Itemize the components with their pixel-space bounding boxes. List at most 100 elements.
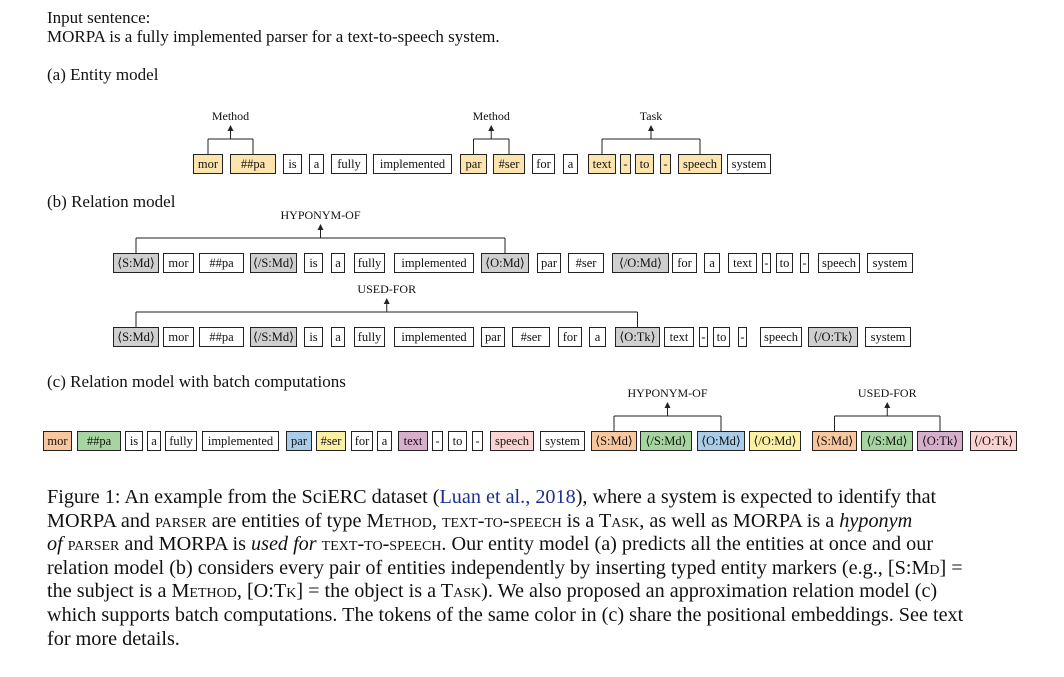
relation-model-token: - xyxy=(699,327,708,347)
relation-model-token: system xyxy=(865,327,911,347)
relation-model-token: par xyxy=(481,327,505,347)
relation-model-token: ⟨/O:Tk⟩ xyxy=(808,327,858,347)
relation-model-token: for xyxy=(672,253,697,273)
entity-task-label: Task xyxy=(639,109,663,123)
relation-model-token: a xyxy=(331,327,345,347)
batch-model-token: ⟨/S:Md⟩ xyxy=(861,431,913,451)
entity-model-token: par xyxy=(460,154,487,174)
relation-model-token: ⟨/S:Md⟩ xyxy=(250,327,297,347)
relation-model-token: is xyxy=(304,253,323,273)
relation-model-token: for xyxy=(558,327,582,347)
relation-used-for-label: USED-FOR xyxy=(357,282,417,296)
batch-model-token: - xyxy=(472,431,483,451)
relation-model-token: to xyxy=(776,253,793,273)
caption-line-6: which supports batch computations. The t… xyxy=(47,603,964,626)
relation-model-token: - xyxy=(800,253,809,273)
relation-model-token: fully xyxy=(354,327,385,347)
batch-model-token: is xyxy=(125,431,143,451)
relation-model-token: to xyxy=(713,327,730,347)
relation-model-token: a xyxy=(704,253,720,273)
batch-model-token: speech xyxy=(490,431,534,451)
relation-model-token: system xyxy=(867,253,913,273)
relation-model-token: a xyxy=(331,253,345,273)
batch-model-token: a xyxy=(377,431,392,451)
relation-model-token: ⟨O:Md⟩ xyxy=(481,253,529,273)
caption-line-2: MORPA and parser are entities of type Me… xyxy=(47,509,913,532)
relation-model-token: mor xyxy=(163,253,194,273)
relation-model-token: is xyxy=(304,327,323,347)
caption-line-1: Figure 1: An example from the SciERC dat… xyxy=(47,486,937,508)
batch-relation-hyponym-of-label: HYPONYM-OF xyxy=(627,386,708,400)
relation-model-token: speech xyxy=(818,253,860,273)
caption-line-3: of parser and MORPA is used for text-to-… xyxy=(47,533,934,556)
relation-model-token: text xyxy=(728,253,757,273)
entity-model-token: text xyxy=(588,154,616,174)
relation-model-token: implemented xyxy=(394,253,474,273)
relation-model-token: #ser xyxy=(568,253,604,273)
citation-link[interactable]: Luan et al., 2018 xyxy=(439,486,576,508)
batch-model-token: - xyxy=(432,431,443,451)
relation-model-token: ##pa xyxy=(199,327,244,347)
batch-model-token: ⟨S:Md⟩ xyxy=(812,431,857,451)
figure-caption: Figure 1: An example from the SciERC dat… xyxy=(47,486,1027,651)
relation-model-token: ⟨S:Md⟩ xyxy=(113,253,159,273)
batch-model-token: ⟨O:Md⟩ xyxy=(697,431,745,451)
batch-model-token: fully xyxy=(165,431,197,451)
relation-used-for-arrow-head xyxy=(383,298,390,304)
entity-model-token: a xyxy=(309,154,324,174)
entity-model-token: #ser xyxy=(493,154,525,174)
batch-model-token: mor xyxy=(43,431,72,451)
batch-model-token: implemented xyxy=(202,431,279,451)
entity-model-token: system xyxy=(727,154,771,174)
entity-model-token: mor xyxy=(193,154,223,174)
entity-model-token: speech xyxy=(678,154,722,174)
batch-model-token: ⟨/O:Tk⟩ xyxy=(970,431,1017,451)
batch-relation-used-for-arrow-head xyxy=(884,402,891,408)
relation-model-token: ##pa xyxy=(199,253,244,273)
entity-model-token: fully xyxy=(331,154,367,174)
relation-hyponym-of-arrow-head xyxy=(317,224,324,230)
relation-model-token: fully xyxy=(354,253,385,273)
entity-method-label: Method xyxy=(211,109,250,123)
relation-model-token: #ser xyxy=(512,327,550,347)
entity-model-token: - xyxy=(660,154,671,174)
entity-task-arrow-head xyxy=(648,125,654,131)
relation-hyponym-of-label: HYPONYM-OF xyxy=(280,208,361,222)
batch-model-token: par xyxy=(286,431,312,451)
relation-model-token: ⟨/S:Md⟩ xyxy=(250,253,297,273)
entity-model-token: implemented xyxy=(373,154,452,174)
entity-method-arrow-head xyxy=(488,125,495,131)
relation-model-token: - xyxy=(738,327,747,347)
input-label: Input sentence: xyxy=(47,8,151,27)
caption-line-5: the subject is a Method, [O:Tk] = the ob… xyxy=(47,580,938,603)
relation-model-token: mor xyxy=(163,327,194,347)
batch-model-token: system xyxy=(540,431,585,451)
batch-model-token: text xyxy=(398,431,428,451)
batch-model-token: #ser xyxy=(316,431,346,451)
relation-model-token: text xyxy=(664,327,694,347)
batch-model-token: ⟨S:Md⟩ xyxy=(591,431,637,451)
batch-relation-used-for-label: USED-FOR xyxy=(857,386,917,400)
entity-model-token: for xyxy=(532,154,555,174)
entity-model-token: to xyxy=(635,154,654,174)
entity-model-token: a xyxy=(563,154,578,174)
relation-model-token: implemented xyxy=(394,327,474,347)
panel-a-title: (a) Entity model xyxy=(47,65,159,84)
batch-model-token: ##pa xyxy=(77,431,121,451)
relation-model-token: par xyxy=(537,253,561,273)
batch-model-token: ⟨O:Tk⟩ xyxy=(917,431,963,451)
relation-model-token: speech xyxy=(760,327,802,347)
entity-method-arrow-head xyxy=(227,125,234,131)
batch-model-token: to xyxy=(448,431,467,451)
entity-model-token: - xyxy=(620,154,631,174)
input-sentence: MORPA is a fully implemented parser for … xyxy=(47,27,500,46)
relation-model-token: ⟨S:Md⟩ xyxy=(113,327,159,347)
panel-c-title: (c) Relation model with batch computatio… xyxy=(47,372,346,391)
relation-model-token: a xyxy=(589,327,606,347)
batch-model-token: ⟨/S:Md⟩ xyxy=(640,431,692,451)
entity-method-label: Method xyxy=(472,109,510,123)
batch-model-token: for xyxy=(351,431,373,451)
bracket-arrows xyxy=(135,125,941,431)
relation-model-token: - xyxy=(762,253,771,273)
relation-model-token: ⟨/O:Md⟩ xyxy=(612,253,669,273)
